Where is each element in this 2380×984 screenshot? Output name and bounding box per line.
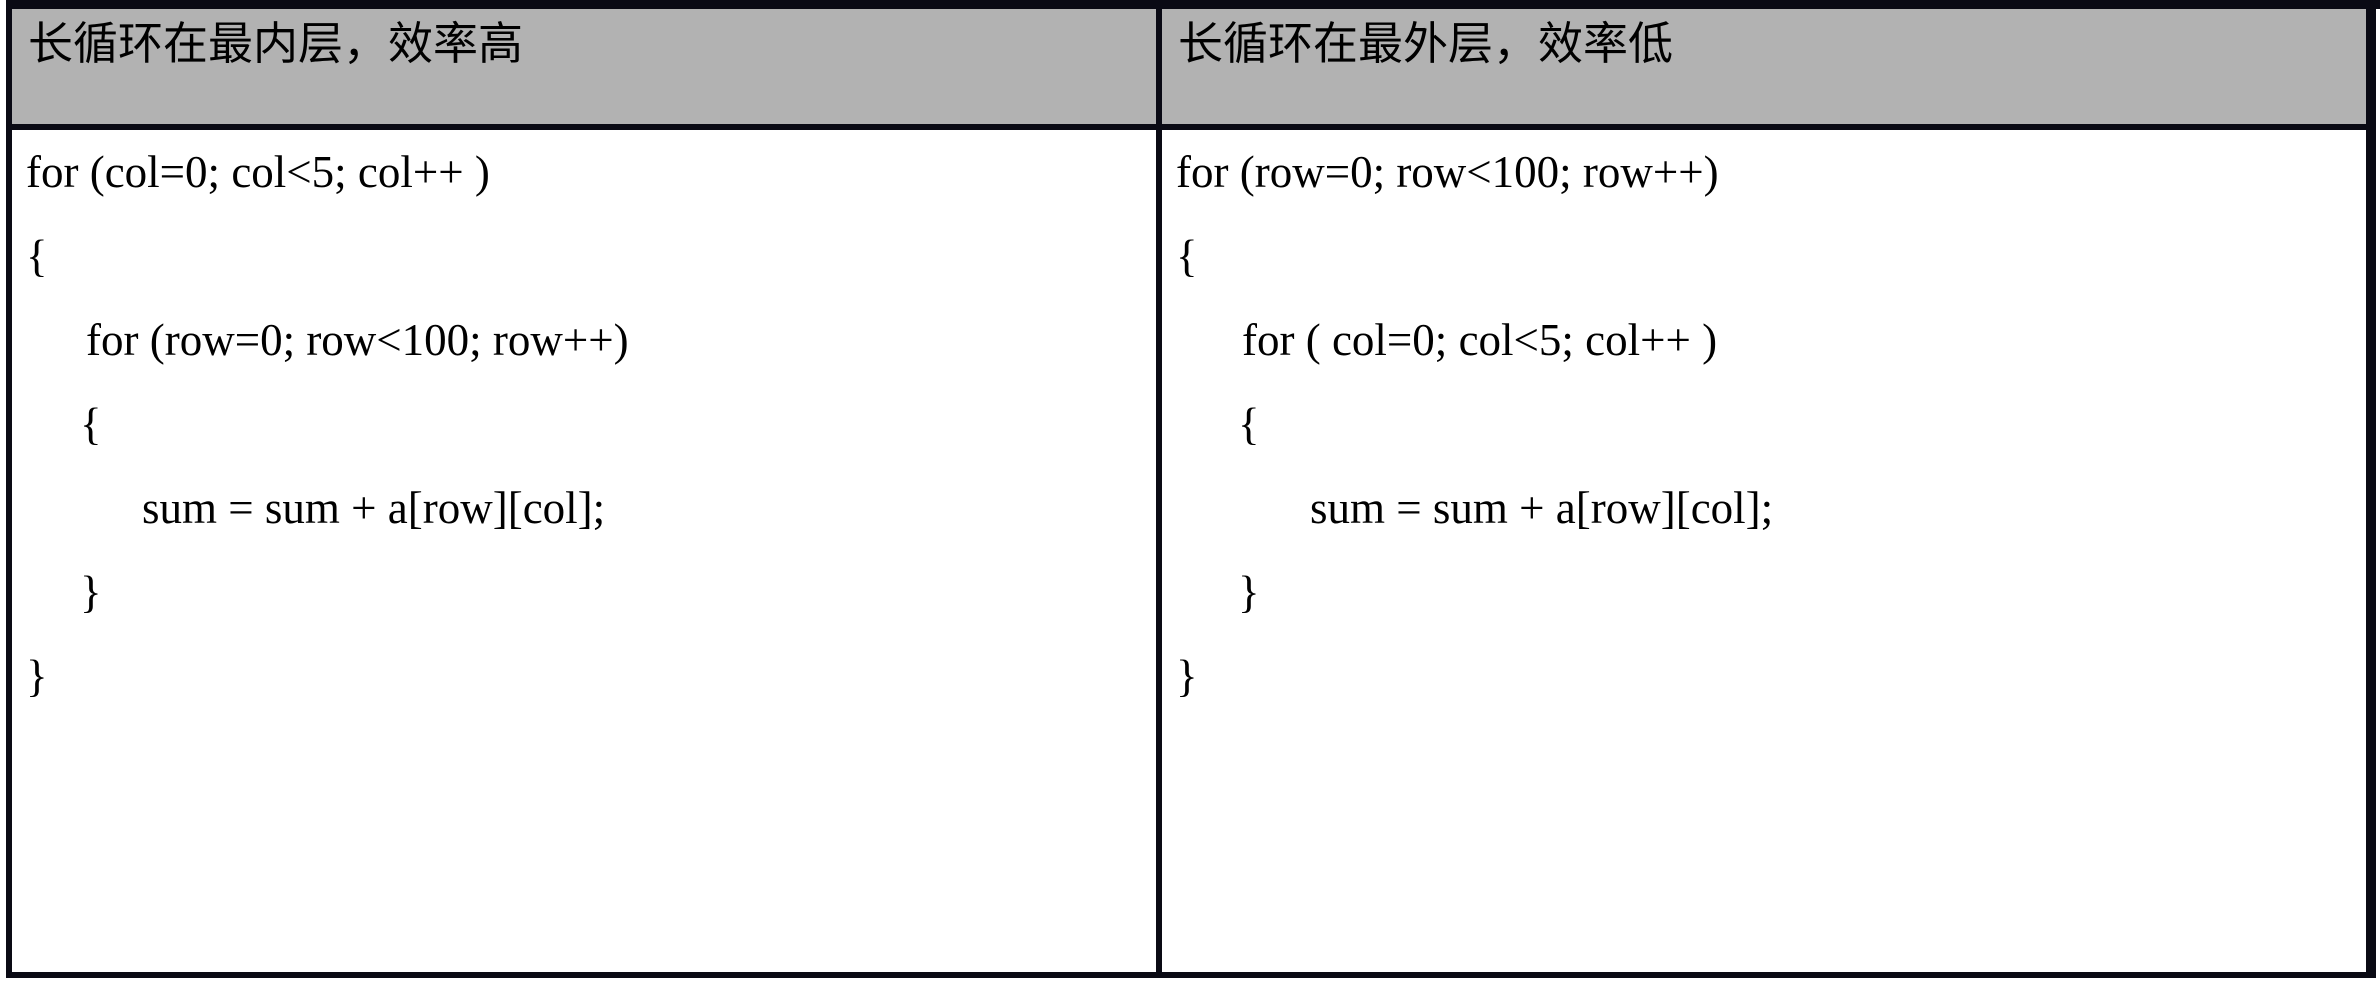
code-line: for (row=0; row<100; row++) (12, 298, 1156, 382)
code-line-text: } (26, 651, 48, 701)
code-line-text: { (26, 231, 48, 281)
code-line: } (1162, 550, 2366, 634)
code-line-text: } (1238, 567, 1260, 617)
code-line: } (12, 550, 1156, 634)
code-line: { (12, 382, 1156, 466)
code-line: sum = sum + a[row][col]; (12, 466, 1156, 550)
code-line-text: for (row=0; row<100; row++) (1176, 147, 1719, 197)
table-body-cell-right: for (row=0; row<100; row++) { for ( col=… (1162, 130, 2366, 972)
table-border-left (6, 0, 12, 978)
table-header-cell-left: 长循环在最内层，效率高 (12, 9, 1156, 124)
code-line-text: { (1238, 399, 1260, 449)
column-header-label-right: 长循环在最外层，效率低 (1178, 19, 1674, 69)
code-line: sum = sum + a[row][col]; (1162, 466, 2366, 550)
code-line: for (row=0; row<100; row++) (1162, 130, 2366, 214)
code-line-text: } (1176, 651, 1198, 701)
code-line-text: sum = sum + a[row][col]; (1310, 483, 1774, 533)
table-column-divider (1156, 0, 1162, 978)
code-block-right: for (row=0; row<100; row++) { for ( col=… (1162, 130, 2366, 718)
code-line: { (12, 214, 1156, 298)
code-line: } (12, 634, 1156, 718)
code-line: for (col=0; col<5; col++ ) (12, 130, 1156, 214)
code-line-text: { (1176, 231, 1198, 281)
code-block-left: for (col=0; col<5; col++ ) { for (row=0;… (12, 130, 1156, 718)
table-header-cell-right: 长循环在最外层，效率低 (1162, 9, 2366, 124)
table-border-right (2366, 0, 2376, 978)
code-line: { (1162, 382, 2366, 466)
table-border-bottom (6, 972, 2376, 978)
code-line-text: sum = sum + a[row][col]; (142, 483, 606, 533)
column-header-label-left: 长循环在最内层，效率高 (28, 19, 524, 69)
table-header-separator (6, 124, 2376, 130)
code-line-text: for (row=0; row<100; row++) (86, 315, 629, 365)
code-line-text: } (80, 567, 102, 617)
code-line: for ( col=0; col<5; col++ ) (1162, 298, 2366, 382)
code-line: { (1162, 214, 2366, 298)
table-border-top (6, 0, 2380, 9)
code-line-text: for (col=0; col<5; col++ ) (26, 147, 490, 197)
code-line-text: for ( col=0; col<5; col++ ) (1242, 315, 1718, 365)
code-line-text: { (80, 399, 102, 449)
table-body-cell-left: for (col=0; col<5; col++ ) { for (row=0;… (12, 130, 1156, 972)
code-line: } (1162, 634, 2366, 718)
